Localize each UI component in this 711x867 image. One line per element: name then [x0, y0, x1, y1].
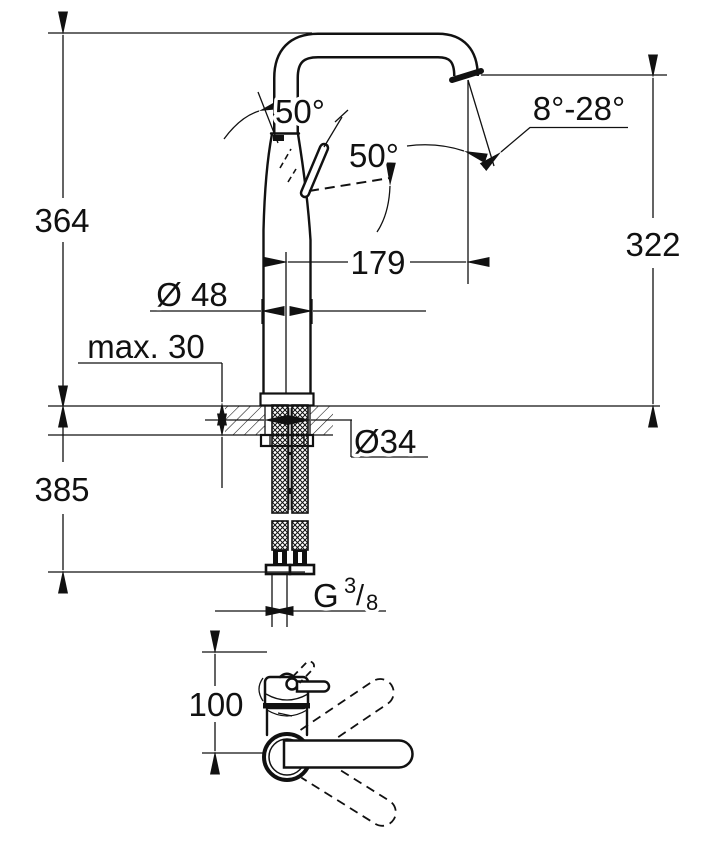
- handle-axis-tick: [334, 109, 349, 123]
- handle-angle-front-label: 50°: [349, 137, 399, 174]
- lever-plan: [285, 660, 331, 693]
- spout-outlet-tip: [449, 68, 484, 83]
- cartridge-side-arc: [258, 677, 264, 702]
- handle-axis-line: [323, 116, 343, 148]
- spray-angle-line: [467, 79, 495, 167]
- body-outline: [259, 132, 315, 407]
- faucet-plan-view: [202, 630, 414, 827]
- cartridge-housing-plan: [258, 672, 310, 737]
- plan-depth-label: 100: [188, 686, 243, 723]
- below-deck-label: 385: [34, 471, 89, 508]
- base-plate: [259, 392, 315, 407]
- thread-size-label: G 3 / 8: [310, 570, 382, 619]
- thread-denominator: 8: [366, 590, 378, 615]
- cartridge-cap-detail: [273, 135, 284, 141]
- deck-thickness-label: max. 30: [87, 328, 204, 365]
- thread-slash: /: [356, 580, 365, 612]
- spout-height-label: 322: [625, 226, 680, 263]
- handle-angle-back-label: 50°: [275, 93, 325, 130]
- hole-diameter-label: Ø34: [354, 423, 416, 460]
- lever-up-dashed: [292, 660, 315, 684]
- spout-plan-solid: [282, 739, 414, 769]
- dimension-labels: 364 322 179 Ø 48 max. 30 Ø34 385 50° 50°…: [31, 87, 684, 727]
- supply-hoses: [264, 404, 316, 627]
- plan-dimension-lines: [202, 630, 267, 775]
- spout-swivel-up-dashed: [300, 678, 395, 754]
- body-diameter-label: Ø 48: [156, 276, 228, 313]
- spout-reach-label: 179: [350, 244, 405, 281]
- spray-angle-label: 8°-28°: [533, 90, 625, 127]
- thread-numerator: 3: [344, 573, 356, 598]
- spout-outline: [273, 32, 484, 134]
- faucet-side-view: [48, 11, 667, 627]
- total-height-label: 364: [34, 202, 89, 239]
- spout-swivel-down-dashed: [300, 753, 397, 827]
- handle-down-position-dashed: [308, 177, 391, 192]
- thread-letter: G: [313, 577, 339, 614]
- dimension-lines: [58, 11, 658, 616]
- hose-connectors: [264, 550, 316, 576]
